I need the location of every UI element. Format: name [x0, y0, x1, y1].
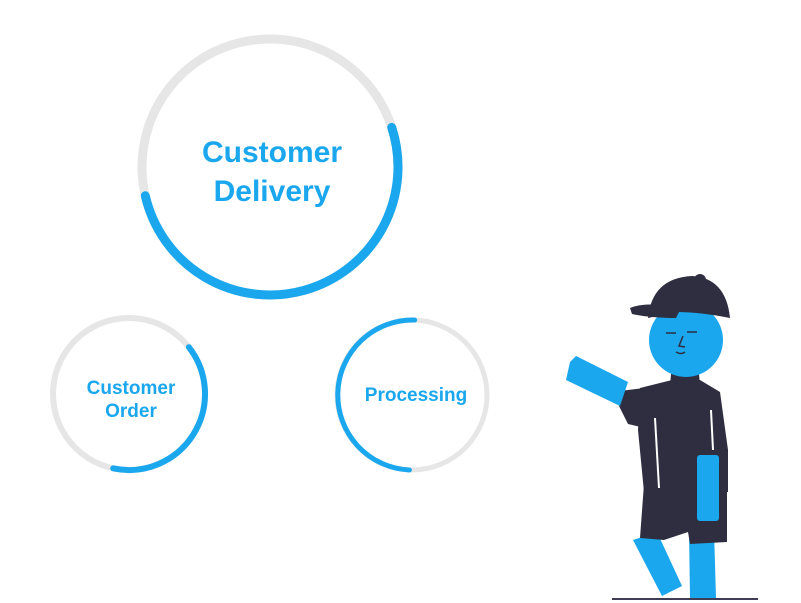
cap-button — [694, 274, 706, 286]
delivery-label-line2: Delivery — [214, 175, 331, 208]
jacket-stripe-right — [710, 409, 714, 451]
stage-customer-delivery: Customer Delivery — [137, 34, 403, 300]
left-leg — [633, 532, 682, 596]
delivery-ring-progress — [140, 122, 403, 300]
stage-customer-order: Customer Order — [50, 315, 208, 473]
stage-processing: Processing — [334, 317, 490, 473]
raised-arm — [566, 356, 628, 406]
order-label-line1: Customer — [87, 378, 176, 399]
jacket-stripe-left — [654, 417, 660, 489]
order-ring-progress — [110, 344, 208, 473]
processing-label: Processing — [365, 385, 467, 406]
order-label-line2: Order — [105, 401, 157, 422]
mouth — [675, 351, 686, 355]
delivery-label-line1: Customer — [202, 136, 342, 169]
lowered-arm — [697, 455, 719, 521]
cap-brim — [630, 304, 680, 318]
delivery-person-illustration — [566, 274, 758, 600]
nose — [677, 335, 686, 348]
head — [649, 303, 723, 377]
processing-ring-progress — [335, 317, 418, 473]
right-leg — [689, 530, 716, 598]
